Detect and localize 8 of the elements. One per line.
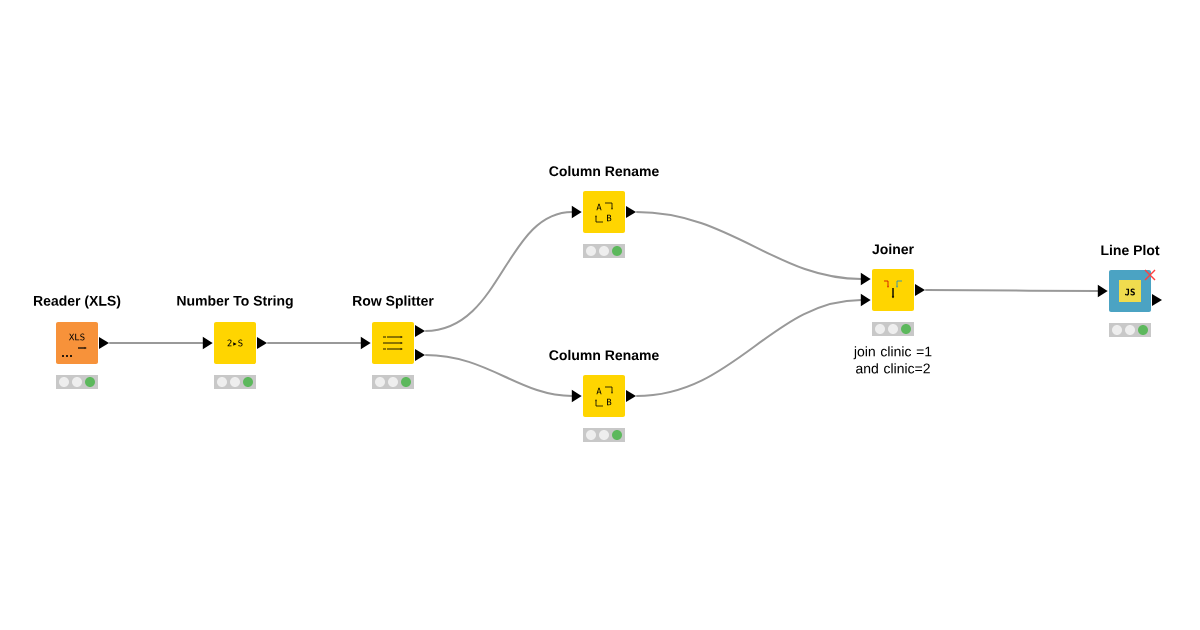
node-title: Row Splitter	[353, 295, 434, 309]
node-title: Joiner	[872, 243, 914, 255]
node-title: Reader (XLS)	[34, 295, 121, 309]
node-title: Column Rename	[549, 349, 659, 361]
node-title: Line Plot	[1101, 244, 1160, 256]
node-title: Number To String	[177, 295, 293, 309]
annotation-text: join clinic =1 and clinic=2	[853, 346, 932, 374]
node-title: Column Rename	[549, 165, 659, 177]
